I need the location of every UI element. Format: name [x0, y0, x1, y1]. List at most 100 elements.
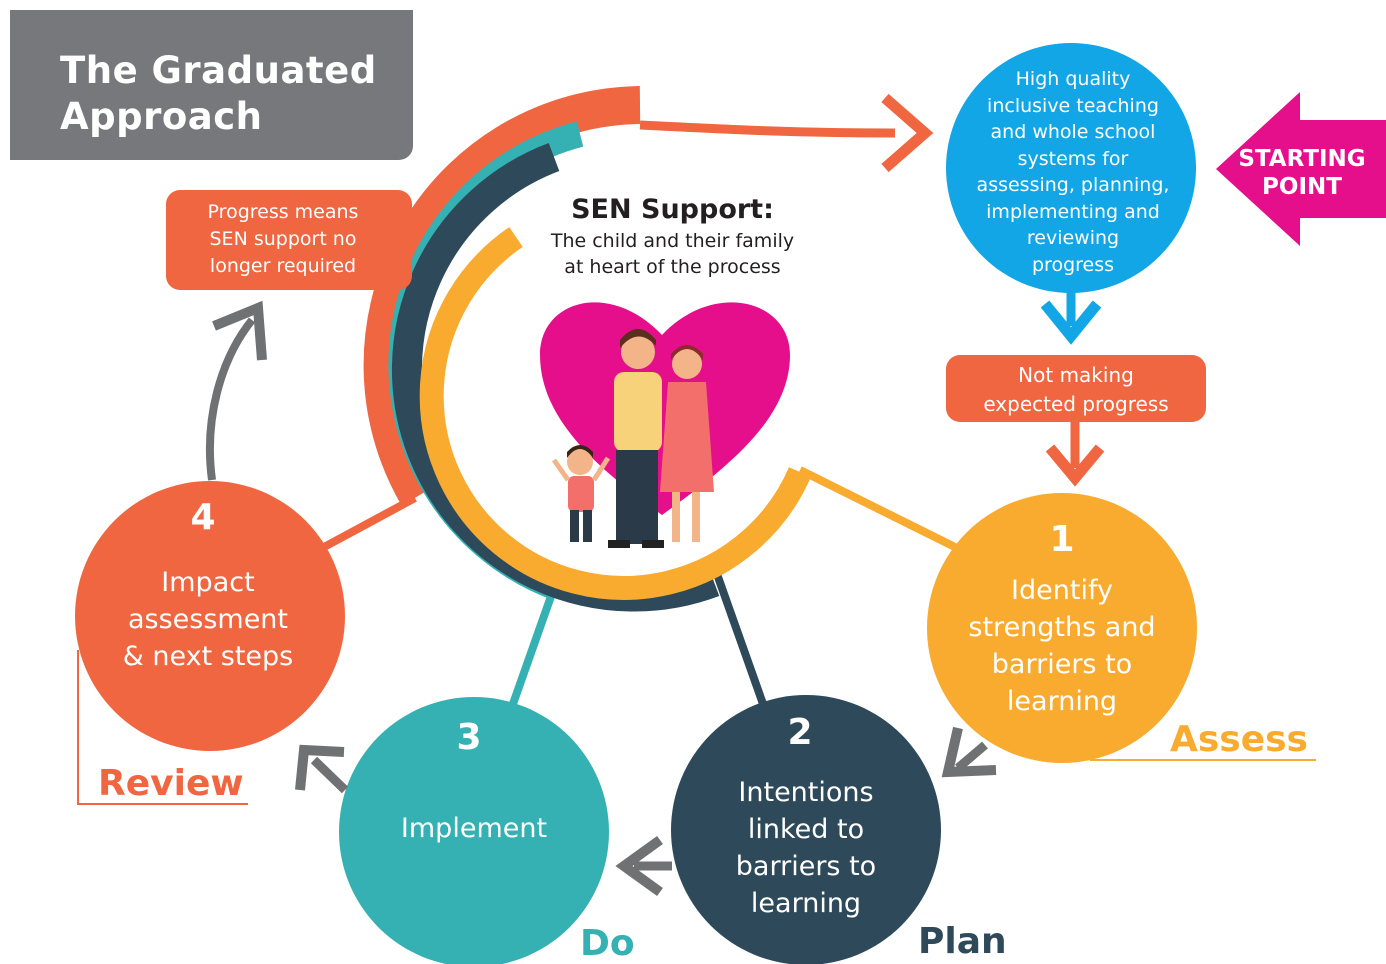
step-1-text: Identify strengths and barriers to learn…: [952, 572, 1172, 720]
step-3-number: 3: [369, 718, 569, 758]
step-2-circle: [671, 695, 941, 964]
quality-teaching-line-3: and whole school: [990, 121, 1156, 143]
quality-teaching-line-8: progress: [1031, 253, 1115, 276]
father-trousers: [616, 450, 658, 544]
sen-support-sub-line-2: at heart of the process: [564, 256, 781, 278]
child-arm-left: [551, 458, 571, 482]
sen-support-heading: SEN Support:: [571, 194, 774, 225]
starting-point-line-1: STARTING: [1238, 146, 1366, 172]
stage-do-label: Do: [580, 923, 635, 964]
step-4-circle: [75, 481, 345, 751]
family-heart-illustration: [540, 302, 790, 548]
title-box: The Graduated Approach: [10, 10, 413, 160]
progress-means-line-2: SEN support no: [209, 228, 357, 250]
arrow-head-right: [881, 93, 934, 173]
child-arm-right: [591, 456, 611, 482]
sen-support-sub-line-1: The child and their family: [550, 230, 795, 252]
step-2-line-3: barriers to: [735, 851, 877, 882]
not-making-progress-box: [946, 355, 1206, 422]
step-3-number-text: 3: [456, 717, 482, 758]
step-2-text: Intentions linked to barriers to learnin…: [696, 774, 916, 922]
step-4-number-text: 4: [190, 497, 216, 538]
not-making-progress-line-2: expected progress: [983, 392, 1169, 416]
father-shoe-left: [608, 540, 630, 548]
step-3-line-1: Implement: [400, 813, 548, 844]
mother-head: [672, 349, 702, 379]
quality-teaching-text: High quality inclusive teaching and whol…: [960, 66, 1186, 278]
arrow-assess-to-plan: [955, 741, 988, 772]
step-4-line-2: assessment: [127, 604, 289, 635]
heart-icon: [540, 302, 790, 515]
quality-teaching-circle: [946, 43, 1196, 293]
title-line-1: The Graduated: [60, 49, 377, 92]
step-4-line-3: & next steps: [122, 641, 294, 672]
child-hair: [567, 445, 593, 458]
quality-teaching-line-2: inclusive teaching: [987, 94, 1159, 117]
step-2-line-2: linked to: [747, 814, 865, 845]
arrow-head-do-to-review: [295, 744, 345, 791]
quality-teaching-line-6: implementing and: [986, 200, 1160, 223]
step-2-line-4: learning: [750, 888, 862, 919]
child-leg-left: [570, 510, 579, 542]
not-making-progress-line-1: Not making: [1018, 363, 1134, 387]
stage-plan-label: Plan: [918, 921, 1007, 962]
arrow-up-grey: [206, 317, 256, 481]
progress-means-text: Progress means SEN support no longer req…: [170, 199, 396, 280]
arrow-head-plan-to-do: [615, 835, 663, 897]
title-line-2: Approach: [60, 95, 263, 138]
sen-support-subtitle: The child and their family at heart of t…: [520, 228, 825, 280]
arrow-head-assess-to-plan: [941, 726, 997, 778]
arrow-head-down-orange: [1045, 444, 1105, 487]
step-3-text: Implement: [364, 810, 584, 847]
step-2-line-1: Intentions: [738, 777, 874, 808]
step-1-line-3: barriers to: [991, 649, 1133, 680]
step-1-line-4: learning: [1006, 686, 1118, 717]
father-shoe-right: [642, 540, 664, 548]
connector-assess: [798, 466, 987, 566]
quality-teaching-line-7: reviewing: [1026, 227, 1120, 249]
review-underline: [77, 650, 248, 805]
starting-point-arrow: [1216, 92, 1386, 246]
child-head: [567, 449, 593, 475]
mother-leg-left: [672, 492, 680, 542]
step-1-circle: [927, 493, 1197, 763]
quality-teaching-line-1: High quality: [1015, 68, 1131, 90]
step-4-line-1: Impact: [161, 567, 255, 598]
step-3-circle: [339, 697, 609, 964]
arc-orange: [363, 86, 641, 506]
starting-point-label: STARTING POINT: [1222, 145, 1382, 201]
father-hair: [620, 329, 656, 348]
mother-leg-right: [692, 492, 700, 542]
mother-dress: [660, 382, 714, 492]
step-2-number: 2: [700, 713, 900, 753]
step-4-text: Impact assessment & next steps: [98, 564, 318, 675]
father-shirt: [614, 372, 662, 452]
progress-means-box: [166, 190, 412, 290]
mother-hair: [671, 345, 703, 360]
progress-means-line-3: longer required: [209, 255, 357, 277]
stage-review-label: Review: [98, 763, 244, 804]
starting-point-line-2: POINT: [1262, 174, 1342, 200]
step-1-number-text: 1: [1049, 519, 1075, 560]
child-shirt: [568, 476, 594, 512]
arrow-to-quality-teaching: [639, 120, 896, 138]
father-head: [621, 335, 655, 369]
step-2-number-text: 2: [787, 712, 813, 753]
arrow-head-down-blue: [1040, 300, 1102, 345]
child-leg-right: [583, 510, 592, 542]
step-4-number: 4: [103, 498, 303, 538]
connector-do: [504, 583, 559, 720]
step-1-line-1: Identify: [1011, 575, 1113, 606]
quality-teaching-line-5: assessing, planning,: [976, 174, 1170, 196]
connector-plan: [708, 558, 772, 720]
not-making-progress-text: Not making expected progress: [950, 361, 1202, 419]
arrow-head-up-grey: [212, 300, 267, 361]
step-1-number: 1: [962, 520, 1162, 560]
arrow-do-to-review: [310, 756, 349, 794]
quality-teaching-line-4: systems for: [1017, 147, 1129, 170]
progress-means-line-1: Progress means: [207, 201, 359, 223]
stage-assess-label: Assess: [1170, 719, 1308, 760]
step-1-line-2: strengths and: [968, 612, 1156, 643]
